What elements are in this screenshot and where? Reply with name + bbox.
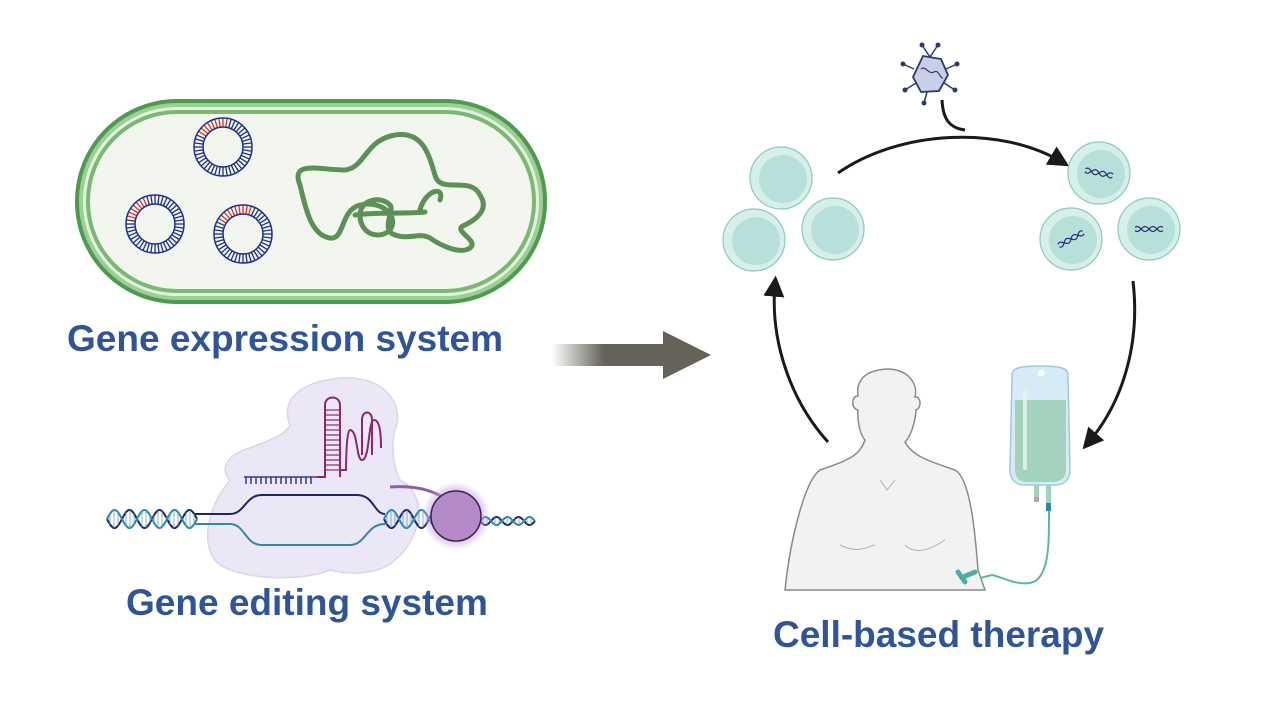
plasmid-icon — [213, 204, 273, 264]
cycle-arrow-right — [1082, 280, 1137, 450]
arrow-icon — [552, 331, 711, 379]
dna-bubble-top — [195, 494, 386, 515]
plasmid-icon — [193, 117, 253, 177]
cell-icon — [801, 197, 865, 261]
cell-icon — [1067, 141, 1131, 205]
dna-helix-icon — [1057, 230, 1085, 248]
cell-icon — [749, 146, 813, 210]
cell-icon — [722, 208, 786, 272]
cell-icon — [1039, 207, 1103, 271]
cell-therapy-label: Cell-based therapy — [773, 614, 1105, 655]
gene-editing-label: Gene editing system — [126, 582, 488, 623]
plasmid-icon — [125, 194, 185, 254]
patient-body-icon — [784, 368, 987, 591]
iv-tube — [979, 510, 1051, 585]
cycle-arrow-top — [837, 135, 1070, 175]
chromosome-dna-icon — [295, 132, 486, 253]
gene-expression-label: Gene expression system — [67, 318, 503, 359]
viral-vector-icon — [900, 42, 960, 106]
iv-bag-icon — [1009, 365, 1071, 511]
dna-helix-icon — [1084, 167, 1114, 179]
iv-catheter — [955, 569, 978, 585]
dna-helix-icon — [1134, 225, 1164, 233]
cas-protein-icon — [207, 377, 420, 579]
plasmid-group — [125, 117, 273, 264]
guide-rna-icon — [317, 396, 382, 478]
dna-bubble-bottom — [195, 523, 386, 546]
cycle-arrow-left — [763, 275, 830, 444]
effector-domain-icon — [430, 490, 482, 542]
cell-group — [722, 141, 1181, 272]
cell-icon — [1117, 197, 1181, 261]
virus-merge-line — [940, 99, 966, 132]
bacterium-icon — [75, 99, 547, 304]
